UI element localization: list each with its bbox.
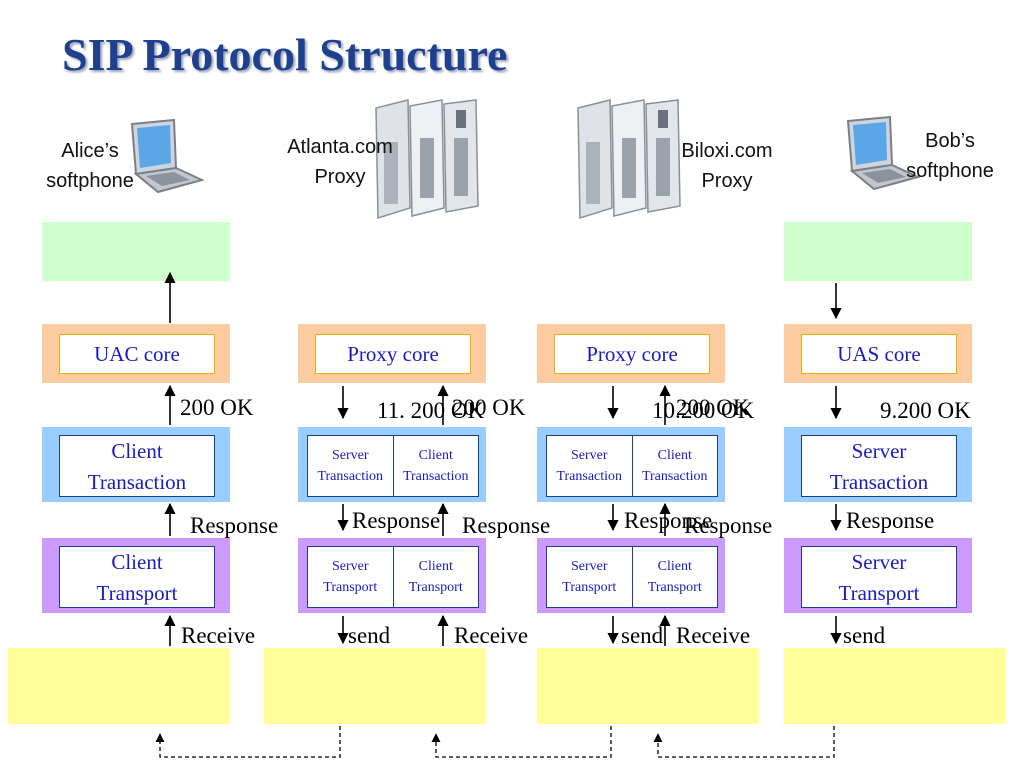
send-label: send <box>621 623 664 648</box>
atlanta-proxy-core-box: Proxy core <box>315 334 471 374</box>
message-label: 200 OK <box>180 395 254 420</box>
alice-network-layer <box>8 648 230 724</box>
server-icon <box>375 99 479 220</box>
receive-label: Receive <box>181 623 256 648</box>
bob-network-layer <box>784 648 1006 724</box>
network-path-bob-to-biloxi <box>653 726 835 758</box>
uas-core-box: UAS core <box>801 334 957 374</box>
laptop-icon <box>130 118 204 194</box>
alice-app-layer <box>42 222 230 281</box>
message-label: 11. 200 OK <box>377 398 485 423</box>
network-path-atlanta-to-alice <box>155 726 341 758</box>
message-label: 200 OK <box>452 395 526 420</box>
response-label: Response <box>684 513 773 538</box>
bob-app-layer <box>784 222 972 281</box>
response-label: Response <box>846 508 935 533</box>
receive-label: Receive <box>676 623 751 648</box>
laptop-icon <box>846 115 920 191</box>
server-icon <box>577 99 681 220</box>
message-label: 10.200 OK <box>652 398 755 423</box>
network-path-biloxi-to-atlanta <box>431 726 612 758</box>
response-label: Response <box>624 508 713 533</box>
biloxi-network-layer <box>537 648 759 724</box>
response-label: Response <box>190 513 279 538</box>
response-label: Response <box>462 513 551 538</box>
biloxi-proxy-core-box: Proxy core <box>554 334 710 374</box>
atlanta-network-layer <box>264 648 486 724</box>
receive-label: Receive <box>454 623 529 648</box>
message-label: 9.200 OK <box>880 398 971 423</box>
uac-core-box: UAC core <box>59 334 215 374</box>
send-label: send <box>348 623 391 648</box>
message-label: 200 OK <box>676 395 750 420</box>
page-title: SIP Protocol Structure <box>62 29 508 80</box>
response-label: Response <box>352 508 441 533</box>
send-label: send <box>843 623 886 648</box>
